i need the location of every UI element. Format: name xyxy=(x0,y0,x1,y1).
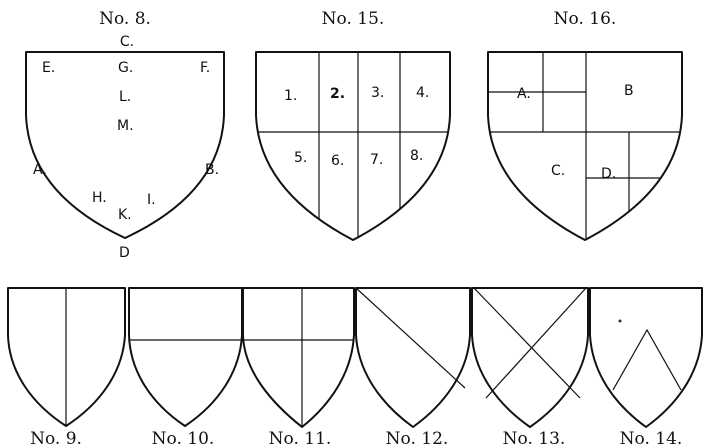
cell-8: 8. xyxy=(410,148,423,164)
shield-no-14: No. 14. xyxy=(589,287,703,448)
shield-outline-no-8 xyxy=(25,51,225,239)
cell-2: 2. xyxy=(330,86,345,102)
caption-no-15: No. 15. xyxy=(322,9,385,29)
cell-4: 4. xyxy=(416,85,429,101)
point-h: H. xyxy=(92,190,107,206)
point-f: F. xyxy=(200,60,210,76)
caption-no-12: No. 12. xyxy=(386,429,449,448)
cell-6: 6. xyxy=(331,153,344,169)
shield-outline-no-14 xyxy=(589,287,703,428)
shield-no-11: No. 11. xyxy=(242,287,355,448)
caption-no-9: No. 9. xyxy=(30,429,82,448)
caption-no-16: No. 16. xyxy=(554,9,617,29)
division-lines-no-16 xyxy=(488,52,682,240)
shield-outline-no-13 xyxy=(471,287,589,428)
shield-no-9: No. 9. xyxy=(7,287,126,448)
shield-outline-no-11 xyxy=(242,287,355,428)
point-m: M. xyxy=(117,118,134,134)
point-k: K. xyxy=(118,207,132,223)
shield-no-12: No. 12. xyxy=(355,287,471,448)
shield-outline-no-15 xyxy=(255,51,451,241)
caption-no-13: No. 13. xyxy=(503,429,566,448)
point-l: L. xyxy=(119,89,131,105)
caption-no-8: No. 8. xyxy=(99,9,151,29)
shield-outline-no-9 xyxy=(7,287,126,427)
shield-outline-no-12 xyxy=(355,287,471,428)
cell-5: 5. xyxy=(294,150,307,166)
shield-outline-no-16 xyxy=(487,51,683,241)
speck-mark xyxy=(618,319,622,323)
caption-no-11: No. 11. xyxy=(269,429,332,448)
cell-3: 3. xyxy=(371,85,384,101)
cell-c: C. xyxy=(551,163,565,179)
shield-no-13: No. 13. xyxy=(471,287,589,448)
shield-no-10: No. 10. xyxy=(128,287,243,448)
point-g: G. xyxy=(118,60,133,76)
cell-b: B xyxy=(624,83,634,99)
point-c: C. xyxy=(120,34,134,50)
caption-no-10: No. 10. xyxy=(152,429,215,448)
point-b: B. xyxy=(205,162,219,178)
point-e: E. xyxy=(42,60,55,76)
point-i: I. xyxy=(147,192,156,208)
cell-7: 7. xyxy=(370,152,383,168)
cell-d: D. xyxy=(601,166,616,182)
shield-no-15: No. 15. 1. 2. 3. 4. 5. 6. 7. 8. xyxy=(255,9,451,241)
cell-a: A. xyxy=(517,86,531,102)
point-a: A. xyxy=(33,162,47,178)
shield-no-8: No. 8. C. E. G. F. L. M. A. B. H. I. K. … xyxy=(25,9,225,261)
point-d: D xyxy=(119,245,130,261)
shield-no-16: No. 16. A. B C. D. xyxy=(487,9,683,241)
division-lines-no-15 xyxy=(256,52,450,240)
shield-outline-no-10 xyxy=(128,287,243,427)
caption-no-14: No. 14. xyxy=(620,429,683,448)
cell-1: 1. xyxy=(284,88,297,104)
